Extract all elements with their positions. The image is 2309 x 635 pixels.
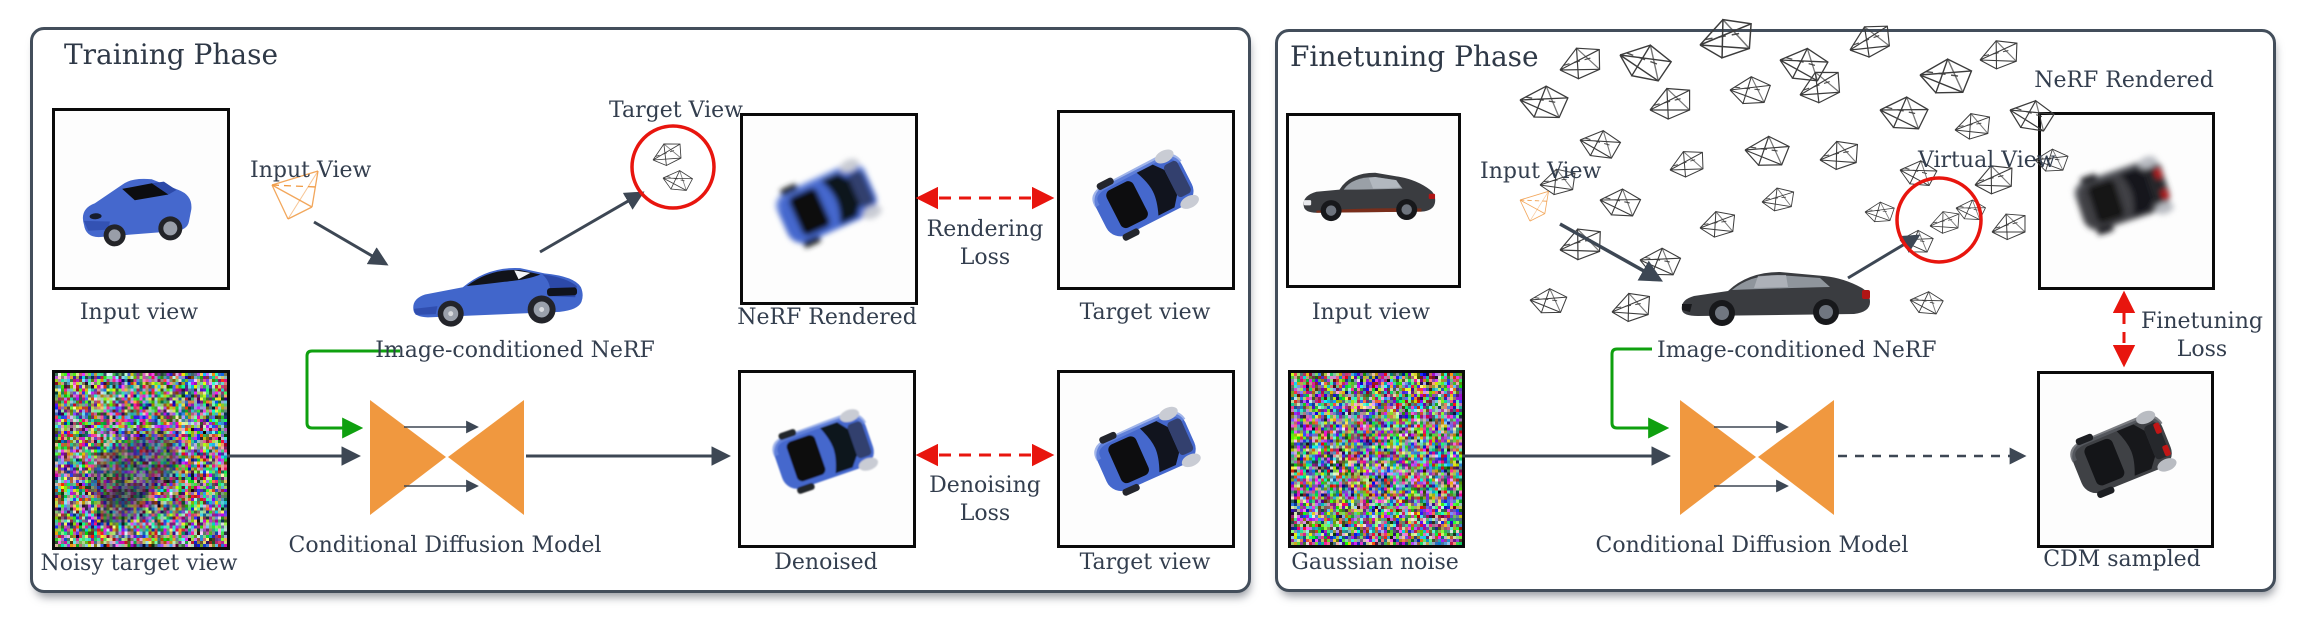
nerf-rendered-image-box — [740, 113, 918, 305]
noisy-target-view-image-box — [52, 370, 230, 550]
finetuning-loss-line2: Loss — [2141, 336, 2263, 364]
image-conditioned-nerf-label: Image-conditioned NeRF — [375, 338, 655, 364]
noisy-target-view-caption: Noisy target view — [41, 551, 238, 577]
input-view-caption: Input view — [80, 300, 198, 326]
input-view-image-box — [1286, 113, 1461, 288]
target-view-image-box — [1057, 370, 1235, 548]
virtual-view-annotation: Virtual View — [1918, 148, 2056, 174]
target-view-caption: Target view — [1080, 550, 1211, 576]
gaussian-noise-image-box — [1288, 370, 1465, 548]
denoising-loss-line1: Denoising — [929, 472, 1041, 500]
denoising-loss-label: Denoising Loss — [929, 472, 1041, 528]
cdm-sampled-caption: CDM sampled — [2043, 547, 2200, 573]
denoised-caption: Denoised — [774, 550, 878, 576]
input-view-caption: Input view — [1312, 300, 1430, 326]
conditional-diffusion-model-label: Conditional Diffusion Model — [1596, 533, 1909, 559]
rendering-loss-label: Rendering Loss — [927, 216, 1044, 272]
rendering-loss-line1: Rendering — [927, 216, 1044, 244]
image-conditioned-nerf-label: Image-conditioned NeRF — [1657, 338, 1937, 364]
cdm-sampled-image-box — [2037, 371, 2214, 548]
target-view-annotation: Target View — [609, 98, 743, 124]
input-view-annotation: Input View — [1480, 159, 1601, 185]
nerf-rendered-image-box — [2038, 112, 2215, 290]
input-view-image-box — [52, 108, 230, 290]
training-phase-title: Training Phase — [64, 40, 278, 70]
rendering-loss-line2: Loss — [927, 244, 1044, 272]
nerf-rendered-caption: NeRF Rendered — [2034, 68, 2214, 94]
conditional-diffusion-model-label: Conditional Diffusion Model — [289, 533, 602, 559]
target-view-image-box — [1057, 110, 1235, 290]
noise-image — [55, 373, 227, 547]
finetuning-loss-label: Finetuning Loss — [2141, 308, 2263, 364]
noise-image — [1291, 373, 1462, 545]
target-view-caption: Target view — [1080, 300, 1211, 326]
finetuning-loss-line1: Finetuning — [2141, 308, 2263, 336]
input-view-annotation: Input View — [250, 158, 371, 184]
finetuning-phase-title: Finetuning Phase — [1290, 42, 1539, 72]
denoising-loss-line2: Loss — [929, 500, 1041, 528]
denoised-image-box — [738, 370, 916, 548]
gaussian-noise-caption: Gaussian noise — [1291, 550, 1459, 576]
nerf-rendered-caption: NeRF Rendered — [737, 305, 917, 331]
